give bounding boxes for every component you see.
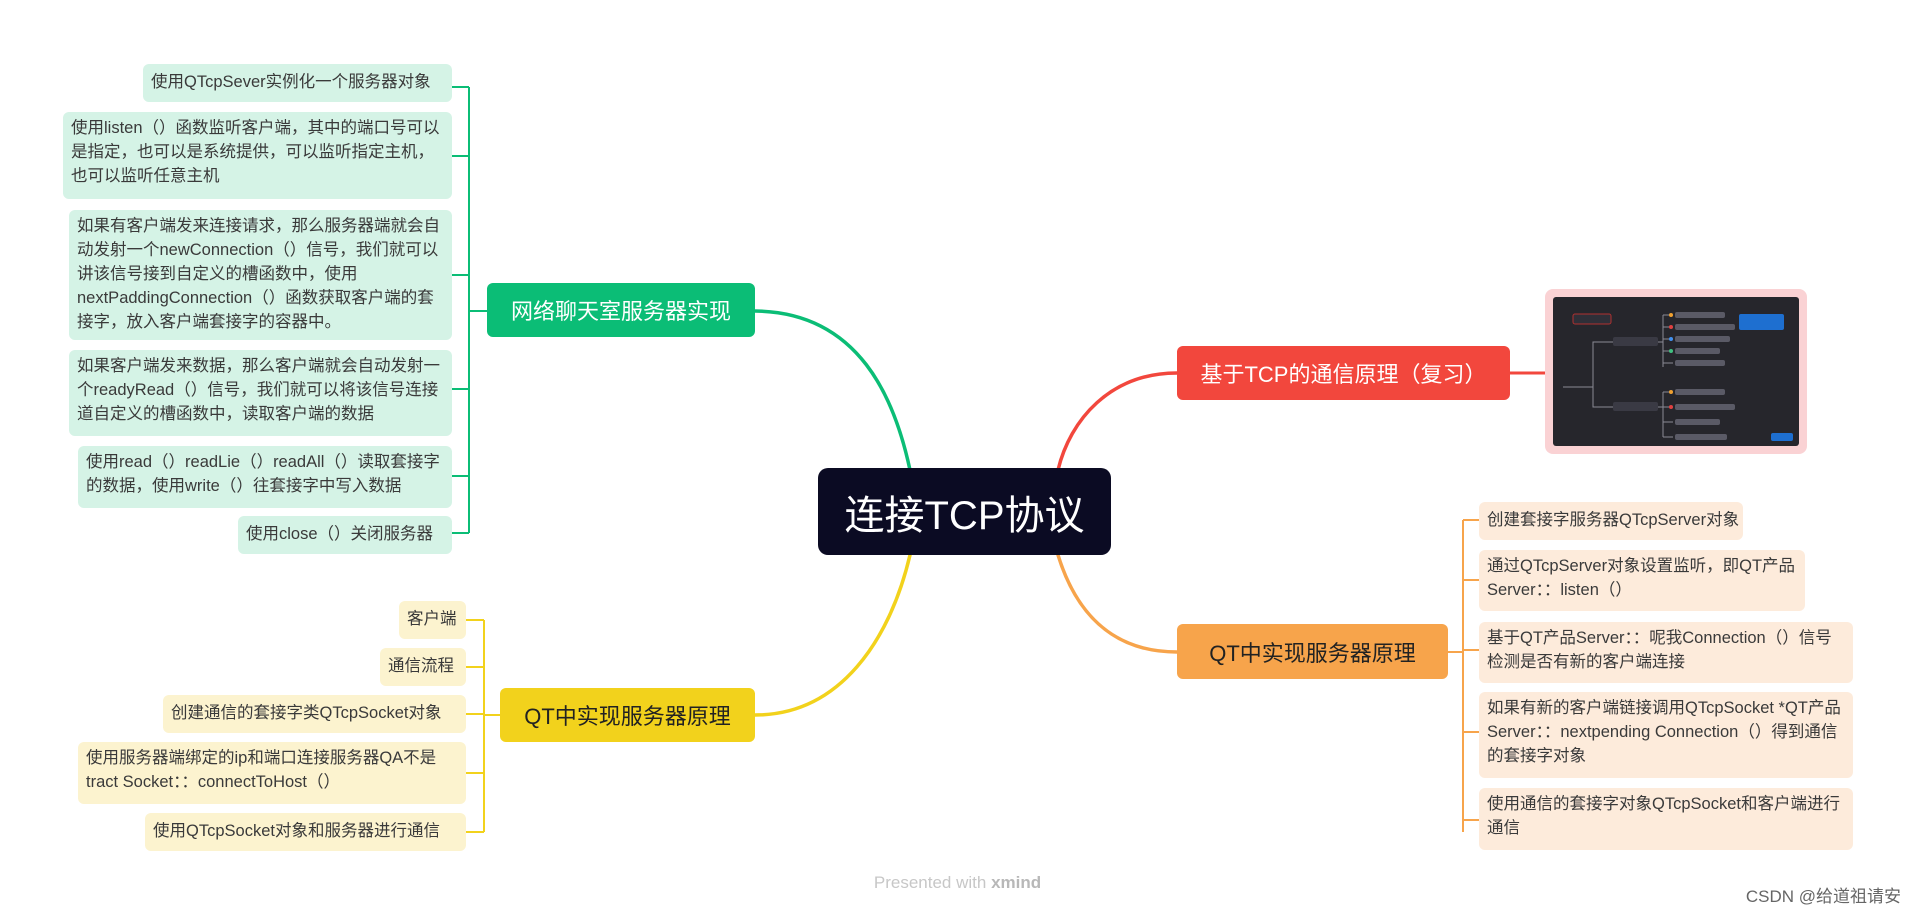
mini-mindmap-icon — [1563, 312, 1793, 441]
presented-with-footer: Presented with xmind — [0, 873, 1915, 893]
leaf-green-2[interactable]: 使用listen（）函数监听客户端，其中的端口号可以是指定，也可以是系统提供，可… — [63, 112, 452, 199]
link-central-green — [753, 309, 912, 472]
link-central-red — [1056, 371, 1179, 472]
leaf-yellow-1[interactable]: 客户端 — [399, 601, 466, 639]
bracket-orange — [1448, 519, 1479, 832]
branch-topic-qt-server-principle[interactable]: QT中实现服务器原理 — [1177, 624, 1448, 679]
leaf-yellow-2[interactable]: 通信流程 — [380, 648, 466, 686]
link-central-yellow — [753, 553, 912, 717]
xmind-brand: xmind — [991, 873, 1042, 892]
leaf-green-5[interactable]: 使用read（）readLie（）readAll（）读取套接字的数据，使用wri… — [78, 446, 452, 508]
link-central-orange — [1056, 553, 1179, 654]
leaf-green-3[interactable]: 如果有客户端发来连接请求，那么服务器端就会自动发射一个newConnection… — [69, 210, 452, 340]
leaf-orange-3[interactable]: 基于QT产品Server：：呢我Connection（）信号检测是否有新的客户端… — [1479, 622, 1853, 683]
leaf-orange-1[interactable]: 创建套接字服务器QTcpServer对象 — [1479, 502, 1743, 540]
leaf-yellow-4[interactable]: 使用服务器端绑定的ip和端口连接服务器QA不是tract Socket：：con… — [78, 742, 466, 804]
branch-topic-tcp-review[interactable]: 基于TCP的通信原理（复习） — [1177, 346, 1510, 400]
leaf-orange-2[interactable]: 通过QTcpServer对象设置监听，即QT产品Server：：listen（） — [1479, 550, 1805, 611]
leaf-yellow-3[interactable]: 创建通信的套接字类QTcpSocket对象 — [163, 695, 466, 733]
central-topic[interactable]: 连接TCP协议 — [818, 468, 1111, 555]
csdn-watermark: CSDN @给道祖请安 — [1745, 887, 1901, 906]
footer-prefix: Presented with — [873, 873, 992, 892]
leaf-yellow-5[interactable]: 使用QTcpSocket对象和服务器进行通信 — [145, 813, 466, 851]
leaf-green-4[interactable]: 如果客户端发来数据，那么客户端就会自动发射一个readyRead（）信号，我们就… — [69, 350, 452, 436]
leaf-green-1[interactable]: 使用QTcpSever实例化一个服务器对象 — [143, 64, 452, 102]
leaf-orange-5[interactable]: 使用通信的套接字对象QTcpSocket和客户端进行通信 — [1479, 788, 1853, 850]
branch-topic-server-impl[interactable]: 网络聊天室服务器实现 — [487, 283, 755, 337]
leaf-green-6[interactable]: 使用close（）关闭服务器 — [238, 516, 452, 554]
branch-topic-qt-client-principle[interactable]: QT中实现服务器原理 — [500, 688, 755, 742]
tcp-review-image — [1545, 289, 1807, 454]
bracket-yellow — [466, 619, 500, 833]
embedded-mindmap-image — [1553, 297, 1799, 446]
leaf-orange-4[interactable]: 如果有新的客户端链接调用QTcpSocket *QT产品Server：：next… — [1479, 692, 1853, 778]
bracket-green — [452, 86, 487, 534]
